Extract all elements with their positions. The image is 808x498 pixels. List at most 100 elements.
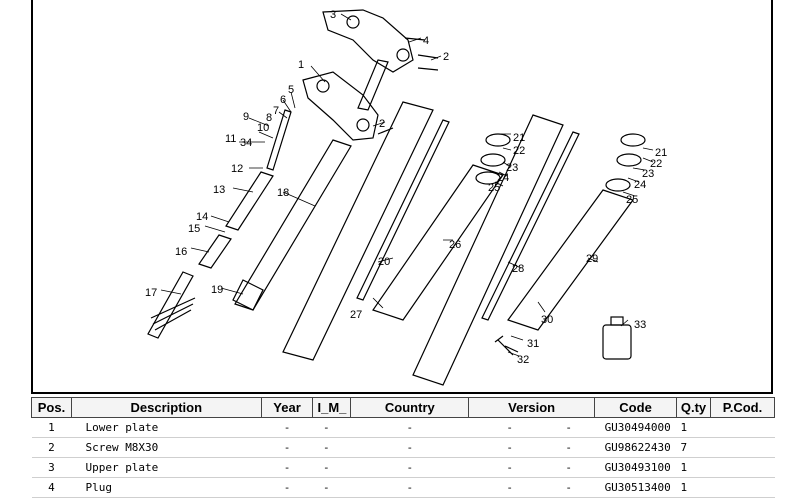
cell-pos: 3 <box>31 457 72 478</box>
cell-code: GU98622430 <box>594 437 677 458</box>
cell-pcod <box>710 437 775 458</box>
cell-im: - <box>312 417 351 438</box>
cell-version-a: - <box>506 461 514 474</box>
callout-22a: 22 <box>513 145 525 157</box>
callout-17: 17 <box>145 287 157 299</box>
callout-8: 8 <box>266 112 272 124</box>
callout-13: 13 <box>213 184 225 196</box>
cell-version: -- <box>468 457 595 478</box>
callout-3: 3 <box>330 9 336 21</box>
cell-version-a: - <box>506 481 514 494</box>
cell-year: - <box>261 477 313 498</box>
callout-21b: 21 <box>655 147 667 159</box>
col-header-code[interactable]: Code <box>594 397 678 418</box>
cell-pcod <box>710 417 775 438</box>
screw-lines <box>377 37 439 135</box>
cell-year: - <box>261 437 313 458</box>
col-header-qty[interactable]: Q.ty <box>676 397 712 418</box>
cell-version-a: - <box>506 441 514 454</box>
callout-24a: 24 <box>497 172 509 184</box>
upper-plate-shape <box>322 9 414 73</box>
left-rod <box>266 109 292 171</box>
cell-qty: 1 <box>676 477 711 498</box>
lower-plate-hole <box>316 79 330 93</box>
callout-30: 30 <box>541 314 553 326</box>
callout-27: 27 <box>350 309 362 321</box>
fork-exploded-view: 3 4 2 1 2 5 6 7 8 9 10 11 34 12 13 14 15… <box>145 9 667 386</box>
cell-version-b: - <box>565 441 573 454</box>
cell-pos: 4 <box>31 477 72 498</box>
callout-19: 19 <box>211 284 223 296</box>
cell-country: - <box>350 477 469 498</box>
table-row[interactable]: 3 Upper plate - - - -- GU30493100 1 <box>31 457 775 478</box>
col-header-version[interactable]: Version <box>468 397 596 418</box>
spring-coils <box>150 297 196 331</box>
callout-23a: 23 <box>506 162 518 174</box>
cell-im: - <box>312 477 351 498</box>
cell-im: - <box>312 437 351 458</box>
callout-21a: 21 <box>513 132 525 144</box>
exploded-parts-diagram: 3 4 2 1 2 5 6 7 8 9 10 11 34 12 13 14 15… <box>31 0 773 394</box>
table-header-row: Pos. Description Year I_M_ Country Versi… <box>31 397 775 418</box>
col-header-pos[interactable]: Pos. <box>31 397 72 418</box>
cell-description: Lower plate <box>71 417 262 438</box>
callout-11: 11 <box>225 133 236 145</box>
col-header-pcod[interactable]: P.Cod. <box>710 397 775 418</box>
upper-plate-hole <box>396 48 410 62</box>
callout-32: 32 <box>517 354 529 366</box>
bushing-25 <box>475 171 501 185</box>
cell-code: GU30494000 <box>594 417 677 438</box>
slider-26 <box>372 164 504 321</box>
callout-2a: 2 <box>443 51 449 63</box>
cell-country: - <box>350 417 469 438</box>
table-row[interactable]: 2 Screw M8X30 - - - -- GU98622430 7 <box>31 437 775 458</box>
callout-29: 29 <box>586 253 598 265</box>
callout-10: 10 <box>257 122 269 134</box>
inner-rod-28 <box>481 131 580 321</box>
callout-16: 16 <box>175 246 187 258</box>
seal-21b <box>620 133 646 147</box>
callout-23b: 23 <box>642 168 654 180</box>
callout-20: 20 <box>378 256 390 268</box>
callout-2b: 2 <box>379 118 385 130</box>
fork-leg-box-2 <box>412 114 564 386</box>
leader-lines <box>160 13 654 357</box>
ring-22b <box>616 153 642 167</box>
table-row[interactable]: 1 Lower plate - - - -- GU30494000 1 <box>31 417 775 438</box>
callout-12: 12 <box>231 163 243 175</box>
col-header-description[interactable]: Description <box>70 397 262 418</box>
tube-bottom-19 <box>232 279 264 311</box>
cell-description: Plug <box>71 477 262 498</box>
fork-leg-box-1 <box>282 101 434 361</box>
cell-country: - <box>350 457 469 478</box>
cell-version-b: - <box>565 461 573 474</box>
seal-21 <box>485 133 511 147</box>
lower-plate-hole <box>356 118 370 132</box>
cell-version-b: - <box>565 481 573 494</box>
oil-bottle-33 <box>602 324 632 360</box>
col-header-year[interactable]: Year <box>260 397 314 418</box>
callout-18: 18 <box>277 187 289 199</box>
cell-version: -- <box>468 417 595 438</box>
callout-4: 4 <box>423 35 429 47</box>
callout-22b: 22 <box>650 158 662 170</box>
cell-pcod <box>710 477 775 498</box>
col-header-country[interactable]: Country <box>350 397 470 418</box>
cell-version-a: - <box>506 421 514 434</box>
callout-1: 1 <box>298 59 304 71</box>
upper-plate-hole <box>346 15 360 29</box>
oil-cap <box>610 316 624 326</box>
cell-pcod <box>710 457 775 478</box>
col-header-im[interactable]: I_M_ <box>312 397 352 418</box>
inner-rod-20 <box>356 119 450 301</box>
callout-15: 15 <box>188 223 200 235</box>
callout-24b: 24 <box>634 179 646 191</box>
table-row[interactable]: 4 Plug - - - -- GU30513400 1 <box>31 477 775 498</box>
cell-description: Upper plate <box>71 457 262 478</box>
callout-33: 33 <box>634 319 646 331</box>
cell-version-b: - <box>565 421 573 434</box>
callout-6: 6 <box>280 94 286 106</box>
cell-year: - <box>261 417 313 438</box>
lower-plate-shape <box>302 71 379 141</box>
callout-25b: 25 <box>626 194 638 206</box>
